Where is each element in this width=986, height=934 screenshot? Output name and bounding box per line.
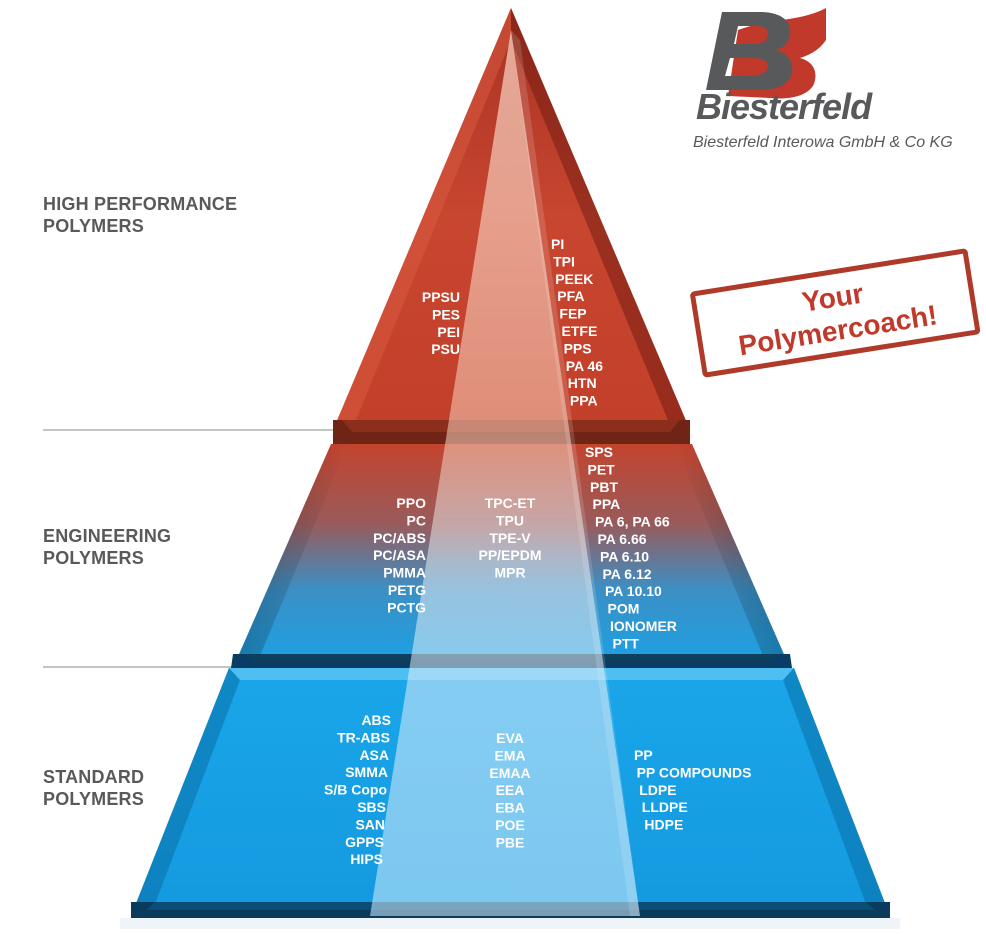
polymer-label-engineering-right: PA 10.10 [605,583,662,599]
polymer-label-standard-center: PBE [496,834,525,850]
polymer-label-engineering-left: PC [407,512,426,528]
polymer-label-engineering-right: PET [588,461,616,477]
floor-reflection [120,918,900,929]
polymer-label-standard-left: ASA [359,747,389,763]
polymer-label-standard-right: LDPE [639,782,676,798]
polymer-label-engineering-right: PPA [593,496,621,512]
polymer-label-standard-left: TR-ABS [337,729,390,745]
polymer-label-standard-center: EMA [494,747,525,763]
polymer-label-standard-left: HIPS [350,851,383,867]
polymer-label-standard-left: S/B Copo [324,782,387,798]
polymercoach-stamp: Your Polymercoach! [690,248,981,378]
polymer-label-standard-left: SMMA [345,764,388,780]
polymer-label-high-left: PSU [431,341,460,357]
polymer-label-high-right: PPS [564,340,592,356]
polymer-label-high-right: PFA [557,288,584,304]
polymer-label-engineering-center: TPE-V [489,530,531,546]
polymer-label-engineering-center: PP/EPDM [478,547,541,563]
polymer-label-high-right: PEEK [555,271,593,287]
polymer-label-standard-center: EBA [495,800,525,816]
tier-label-high-line1: HIGH PERFORMANCE [43,194,237,214]
polymer-label-engineering-right: SPS [585,444,613,460]
polymer-label-engineering-right: PTT [613,635,640,651]
polymer-label-standard-right: PP [634,747,653,763]
polymer-label-standard-center: EVA [496,730,524,746]
tier-label-standard-line1: STANDARD [43,767,144,787]
polymer-label-standard-left: ABS [361,712,391,728]
polymer-label-engineering-right: PA 6.66 [598,531,647,547]
polymer-label-standard-left: SAN [355,816,385,832]
polymer-label-engineering-left: PCTG [387,599,426,615]
polymer-label-engineering-left: PMMA [383,565,426,581]
polymer-label-standard-center: EMAA [489,765,530,781]
polymer-label-high-right: TPI [553,253,575,269]
polymer-label-high-right: FEP [559,306,586,322]
polymer-label-engineering-right: PA 6.12 [603,566,652,582]
polymer-label-engineering-center: MPR [494,565,525,581]
tier-label-engineering-line2: POLYMERS [43,548,144,568]
tier-label-standard-line2: POLYMERS [43,789,144,809]
polymer-label-high-left: PPSU [422,289,460,305]
polymer-label-engineering-left: PC/ASA [373,547,426,563]
polymer-label-standard-right: HDPE [644,817,683,833]
polymer-label-engineering-left: PC/ABS [373,530,426,546]
central-light-beam [370,30,640,916]
brand-name: Biesterfeld [696,86,873,127]
polymer-label-high-left: PEI [437,324,460,340]
polymer-label-high-right: PA 46 [566,358,604,374]
polymer-label-engineering-center: TPC-ET [485,495,536,511]
polymer-label-engineering-left: PPO [396,495,426,511]
company-name: Biesterfeld Interowa GmbH & Co KG [693,134,953,151]
polymer-label-standard-left: GPPS [345,834,384,850]
polymer-label-engineering-center: TPU [496,512,524,528]
polymer-label-high-right: ETFE [562,323,598,339]
polymer-label-standard-right: PP COMPOUNDS [637,764,752,780]
polymer-label-engineering-right: POM [608,601,640,617]
polymer-label-standard-center: POE [495,817,525,833]
polymer-label-standard-center: EEA [496,782,525,798]
polymer-label-standard-left: SBS [357,799,386,815]
biesterfeld-b-logo-icon [706,8,826,99]
tier-label-high-line2: POLYMERS [43,216,144,236]
polymer-label-high-right: HTN [568,375,597,391]
polymer-label-high-left: PES [432,306,460,322]
polymer-label-engineering-right: PA 6, PA 66 [595,514,670,530]
polymer-label-high-right: PPA [570,393,598,409]
polymer-label-high-right: PI [551,236,564,252]
polymer-label-engineering-right: PBT [590,479,618,495]
tier-label-engineering-line1: ENGINEERING [43,526,171,546]
polymer-label-engineering-right: PA 6.10 [600,548,649,564]
polymer-label-standard-right: LLDPE [642,799,688,815]
polymer-label-engineering-right: IONOMER [610,618,677,634]
polymer-label-engineering-left: PETG [388,582,426,598]
